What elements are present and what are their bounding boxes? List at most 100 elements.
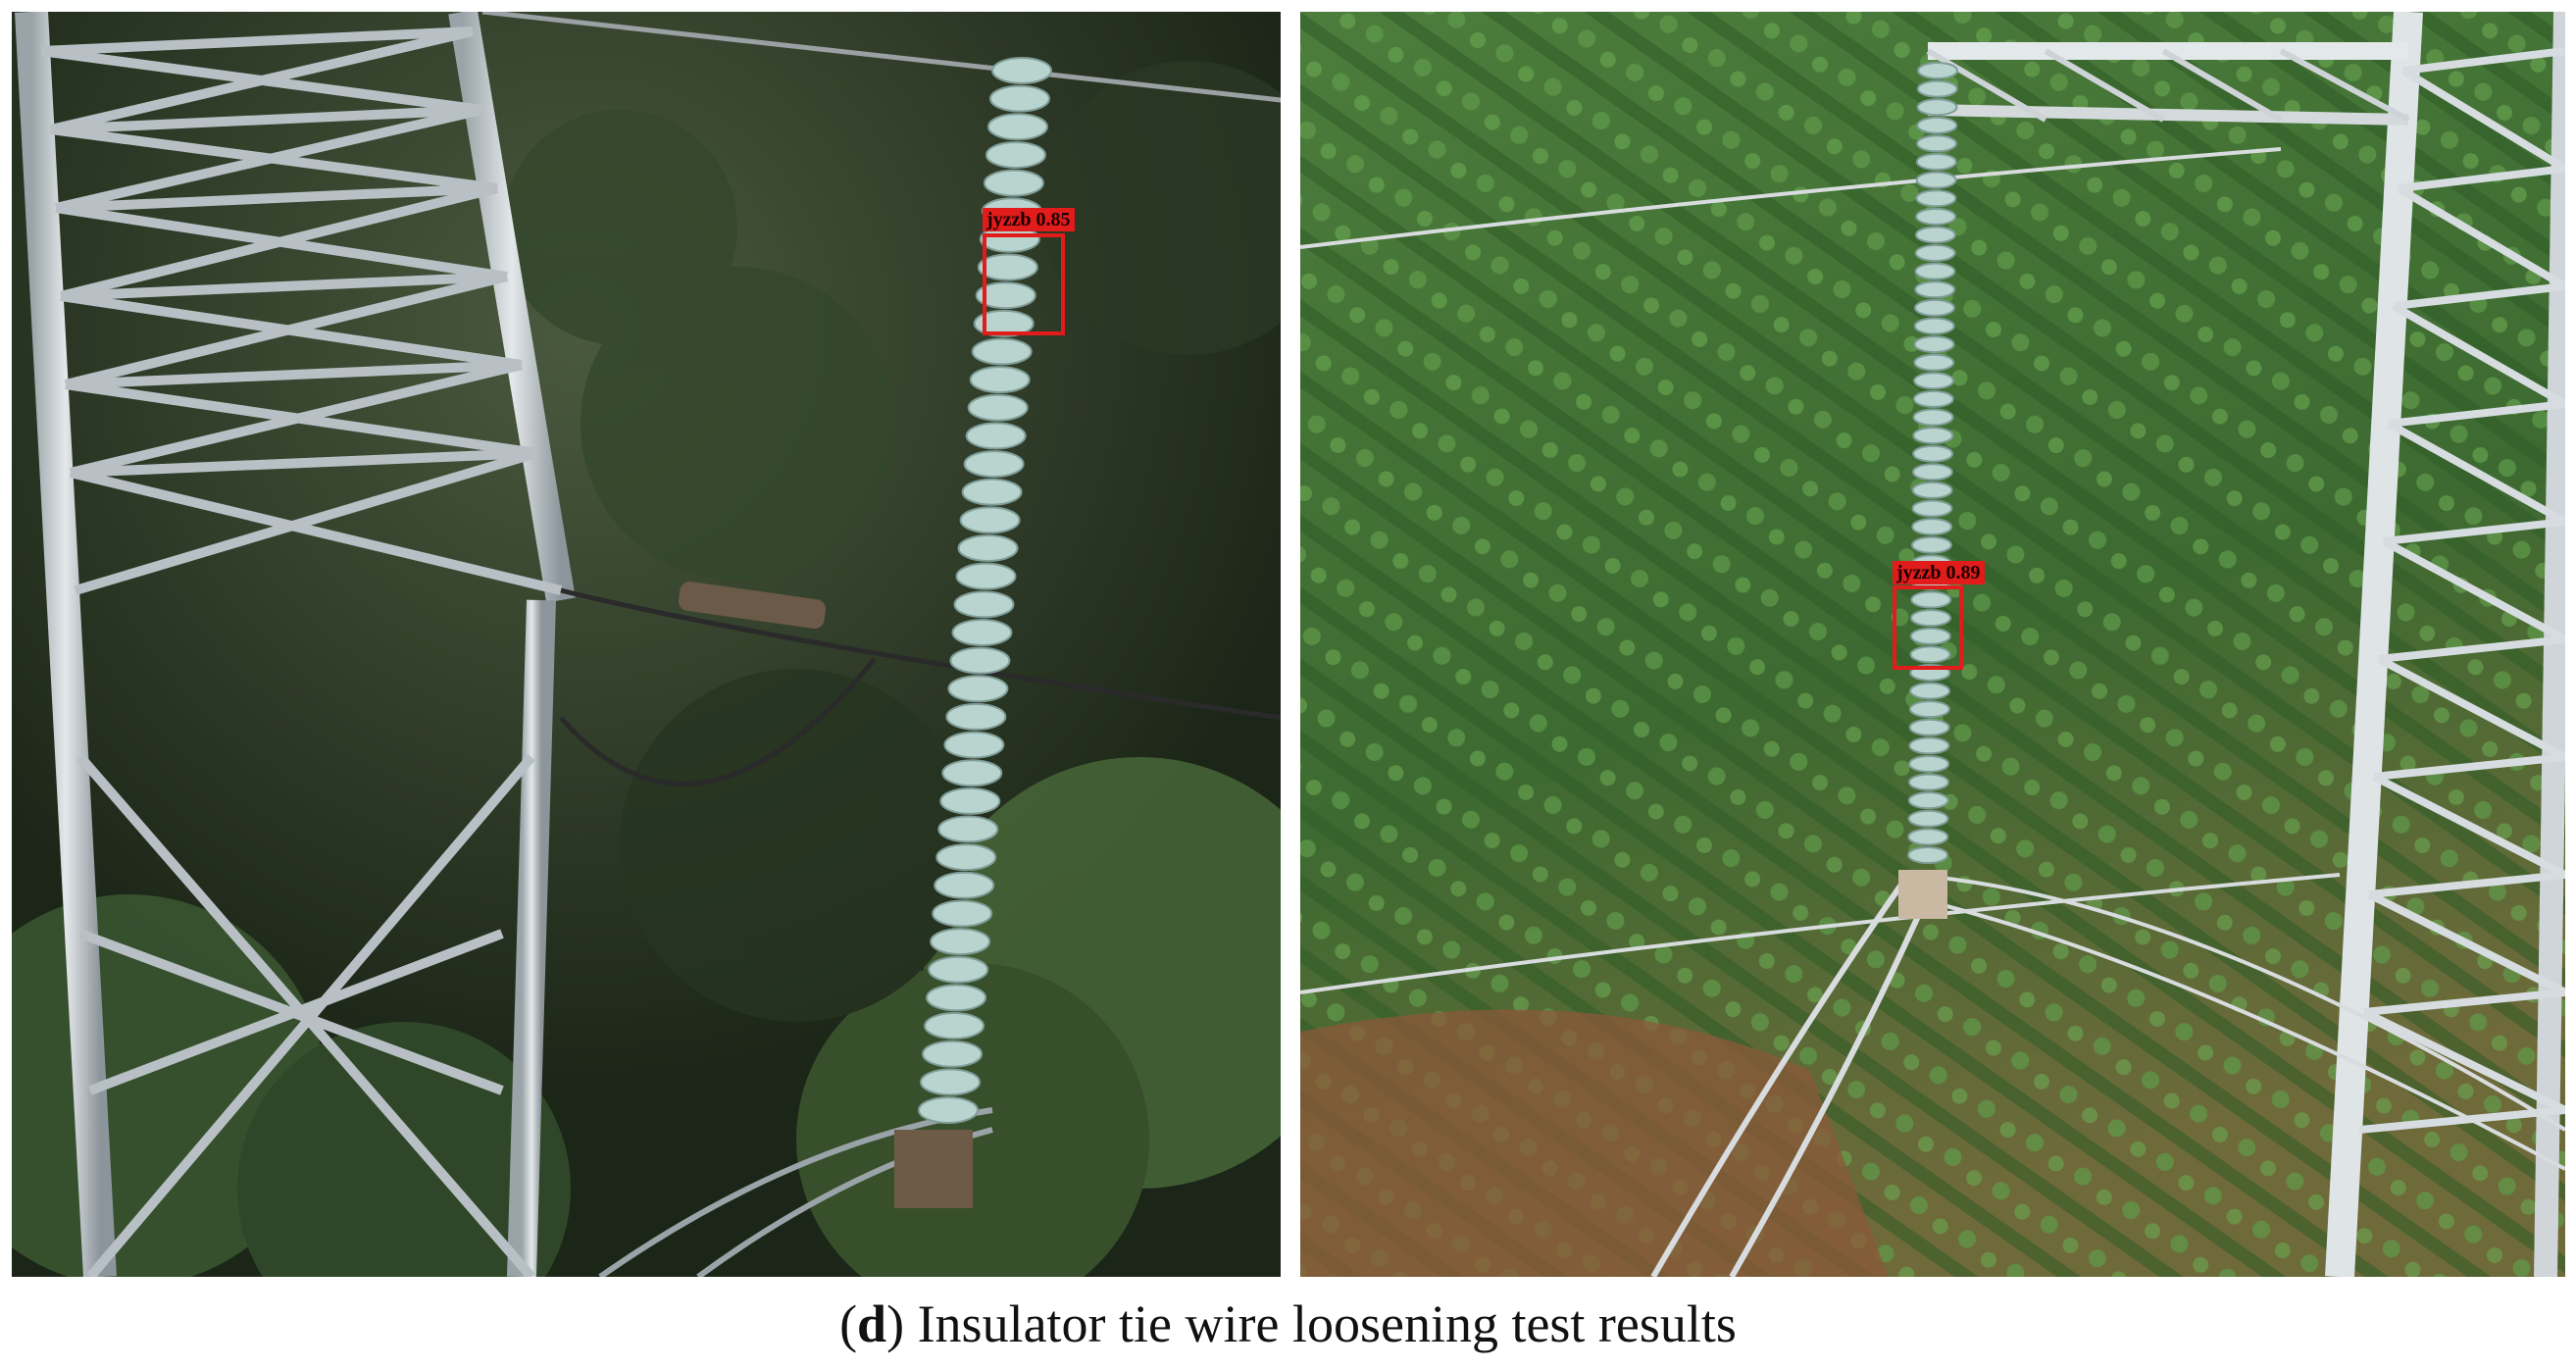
tension-clamp bbox=[678, 582, 827, 629]
insulator-disc bbox=[1910, 590, 1952, 609]
detection-score-left: 0.85 bbox=[1035, 209, 1071, 230]
detection-label-left: jyzzb 0.85 bbox=[983, 208, 1075, 231]
insulator-disc bbox=[1909, 645, 1951, 664]
insulator-disc bbox=[932, 899, 993, 928]
insulator-disc bbox=[1911, 481, 1953, 499]
insulator-disc bbox=[985, 140, 1046, 169]
detection-box-left bbox=[983, 233, 1065, 335]
insulator-disc bbox=[1913, 298, 1955, 317]
insulator-disc bbox=[965, 422, 1027, 450]
insulator-disc bbox=[924, 1012, 985, 1040]
caption-close: ) bbox=[886, 1294, 905, 1353]
photo-right-scene bbox=[1300, 12, 2565, 1277]
detection-score-right: 0.89 bbox=[1945, 562, 1981, 584]
insulator-disc bbox=[971, 337, 1033, 366]
insulator-disc bbox=[1914, 226, 1956, 244]
figure-caption: (d) Insulator tie wire loosening test re… bbox=[0, 1293, 2576, 1355]
insulator-disc bbox=[1913, 353, 1955, 372]
insulator-disc bbox=[977, 253, 1038, 281]
insulator-disc bbox=[1907, 828, 1949, 846]
photo-right: jyzzb 0.89 bbox=[1300, 12, 2565, 1277]
insulator-disc bbox=[1908, 718, 1950, 736]
insulator-string-right bbox=[1907, 62, 1958, 864]
insulator-disc bbox=[986, 113, 1048, 141]
insulator-disc bbox=[1911, 463, 1953, 482]
insulator-disc bbox=[973, 309, 1035, 337]
insulator-disc bbox=[1916, 116, 1958, 134]
insulator-disc bbox=[947, 675, 1009, 703]
insulator-disc bbox=[967, 393, 1029, 422]
insulator-disc bbox=[1913, 335, 1955, 354]
insulator-disc bbox=[920, 1068, 982, 1096]
conductors-right bbox=[1300, 147, 2565, 1277]
insulator-disc bbox=[1907, 809, 1949, 828]
insulator-disc bbox=[945, 702, 1007, 731]
insulator-disc bbox=[1911, 499, 1953, 518]
insulator-disc bbox=[1908, 754, 1950, 773]
insulator-disc bbox=[1916, 98, 1958, 117]
detection-box-right bbox=[1893, 585, 1963, 670]
insulator-disc bbox=[1909, 627, 1951, 645]
insulator-disc bbox=[957, 534, 1019, 563]
caption-text: Insulator tie wire loosening test result… bbox=[904, 1294, 1737, 1353]
insulator-disc bbox=[1912, 408, 1954, 427]
insulator-disc bbox=[988, 84, 1050, 113]
insulator-disc bbox=[1907, 773, 1949, 791]
insulator-disc bbox=[1909, 682, 1951, 700]
insulator-disc bbox=[961, 478, 1023, 506]
insulator-disc bbox=[930, 928, 991, 956]
insulator-disc bbox=[1915, 153, 1957, 172]
insulator-disc bbox=[935, 843, 997, 872]
detection-label-right: jyzzb 0.89 bbox=[1893, 561, 1985, 584]
photo-left: jyzzb 0.85 bbox=[12, 12, 1281, 1277]
insulator-disc bbox=[941, 759, 1003, 787]
insulator-disc bbox=[1913, 372, 1955, 390]
insulator-disc bbox=[1914, 262, 1956, 280]
insulator-string-left bbox=[918, 57, 1052, 1124]
insulator-disc bbox=[928, 955, 989, 984]
insulator-disc bbox=[1914, 244, 1956, 263]
caption-letter: d bbox=[857, 1294, 887, 1353]
insulator-disc bbox=[922, 1040, 984, 1068]
insulator-disc bbox=[1915, 207, 1957, 226]
detection-class-right: jyzzb bbox=[1896, 562, 1942, 584]
insulator-disc bbox=[1916, 79, 1958, 98]
insulator-bottom-fitting-right bbox=[1898, 870, 1947, 919]
insulator-disc bbox=[991, 57, 1052, 84]
insulator-disc bbox=[1912, 444, 1954, 463]
insulator-disc bbox=[955, 562, 1017, 590]
insulator-disc bbox=[1910, 609, 1952, 628]
insulator-disc bbox=[963, 450, 1025, 479]
insulator-disc bbox=[1915, 189, 1957, 208]
insulator-disc bbox=[1907, 846, 1948, 864]
insulator-disc bbox=[949, 646, 1011, 675]
insulator-disc bbox=[939, 786, 1001, 815]
insulator-disc bbox=[934, 871, 995, 899]
insulator-disc bbox=[1912, 389, 1954, 408]
caption-open: ( bbox=[839, 1294, 858, 1353]
insulator-disc bbox=[1911, 518, 1953, 536]
tower-left bbox=[15, 12, 1281, 1277]
insulator-disc bbox=[1912, 427, 1954, 445]
insulator-disc bbox=[1907, 791, 1949, 810]
insulator-disc bbox=[959, 506, 1021, 534]
insulator-disc bbox=[951, 618, 1013, 646]
insulator-disc bbox=[1917, 62, 1958, 79]
tower-right bbox=[1926, 12, 2565, 1277]
insulator-disc bbox=[1908, 700, 1950, 719]
photo-left-scene bbox=[12, 12, 1281, 1277]
insulator-disc bbox=[1916, 134, 1958, 153]
insulator-disc bbox=[1915, 171, 1957, 189]
insulator-disc bbox=[1913, 317, 1955, 335]
insulator-bottom-fitting bbox=[894, 1130, 973, 1208]
insulator-disc bbox=[975, 281, 1036, 310]
insulator-disc bbox=[918, 1096, 979, 1124]
detection-class-left: jyzzb bbox=[986, 209, 1032, 230]
insulator-disc bbox=[943, 731, 1005, 759]
insulator-disc bbox=[1908, 736, 1950, 755]
insulator-disc bbox=[1914, 280, 1956, 299]
soil-patch bbox=[1300, 1009, 1889, 1277]
insulator-disc bbox=[926, 984, 987, 1012]
insulator-disc bbox=[1910, 535, 1952, 554]
insulator-disc bbox=[983, 169, 1044, 197]
